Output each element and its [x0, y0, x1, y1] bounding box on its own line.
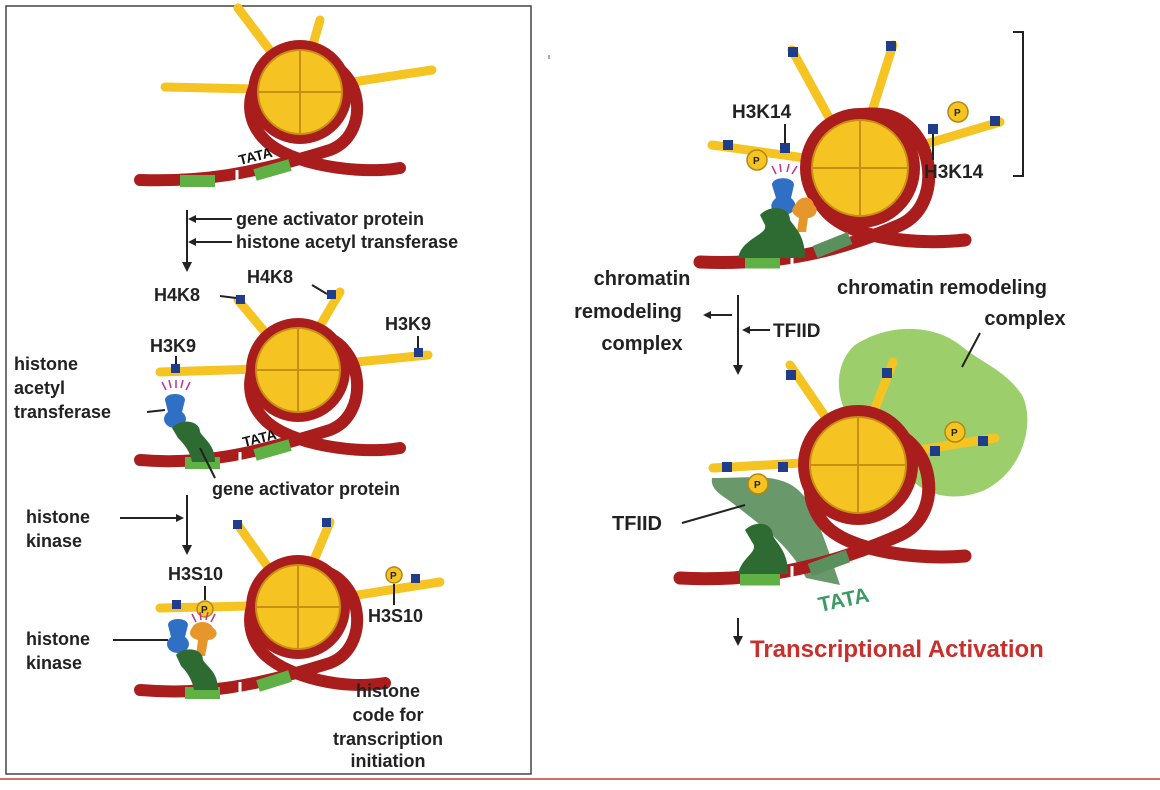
label-gene-activator-input: gene activator protein	[236, 209, 424, 229]
label-h4k8-b: H4K8	[247, 267, 293, 287]
right-tata: TATA	[816, 584, 871, 617]
right-nucleosome-1	[693, 40, 1005, 274]
left-nucleosome-2	[134, 287, 433, 474]
label-remodel-step-1: chromatin	[594, 268, 691, 290]
label-hat-input: histone acetyl transferase	[236, 232, 458, 252]
label-remodel-step-2: remodeling	[574, 301, 682, 323]
label-kinase-1: histone	[26, 629, 90, 649]
label-h3k14-top: H3K14	[732, 102, 792, 123]
label-h3k9-right: H3K9	[385, 314, 431, 334]
label-kinase-input-1: histone	[26, 507, 90, 527]
phospho-mark-r1b: P	[954, 108, 961, 119]
left-arrow-step1	[182, 210, 232, 272]
label-h3k9-left: H3K9	[150, 336, 196, 356]
label-activator: gene activator protein	[212, 479, 400, 499]
label-kinase-input-2: kinase	[26, 531, 82, 551]
left-arrow-step2	[120, 495, 192, 555]
right-arrow-step	[703, 295, 770, 375]
label-h3k14-right: H3K14	[924, 162, 984, 183]
left-nucleosome-3	[134, 517, 445, 704]
right-nucleosome-2	[673, 328, 1028, 590]
label-remodel-1: chromatin remodeling	[837, 277, 1047, 299]
label-hat-3: transferase	[14, 402, 111, 422]
label-hat-2: acetyl	[14, 378, 65, 398]
bracket	[1013, 31, 1024, 177]
label-h3s10-left: H3S10	[168, 564, 223, 584]
label-code-4: initiation	[351, 751, 426, 771]
phospho-mark-left: P	[201, 605, 208, 616]
label-transcriptional-activation: Transcriptional Activation	[750, 636, 1044, 663]
phospho-mark-right: P	[390, 571, 397, 582]
label-remodel-2: complex	[984, 308, 1065, 330]
label-hat-1: histone	[14, 354, 78, 374]
phospho-mark-r2a: P	[754, 480, 761, 491]
label-remodel-step-3: complex	[601, 333, 682, 355]
label-code-1: histone	[356, 681, 420, 701]
left-nucleosome-1	[134, 3, 437, 192]
phospho-mark-r1a: P	[753, 156, 760, 167]
label-kinase-2: kinase	[26, 653, 82, 673]
label-h3s10-right: H3S10	[368, 606, 423, 626]
label-code-2: code for	[352, 705, 423, 725]
result-arrow	[733, 618, 743, 646]
label-code-3: transcription	[333, 729, 443, 749]
label-h4k8-a: H4K8	[154, 285, 200, 305]
label-tfiid-step: TFIID	[773, 321, 821, 342]
phospho-mark-r2b: P	[951, 428, 958, 439]
label-tfiid: TFIID	[612, 513, 662, 535]
